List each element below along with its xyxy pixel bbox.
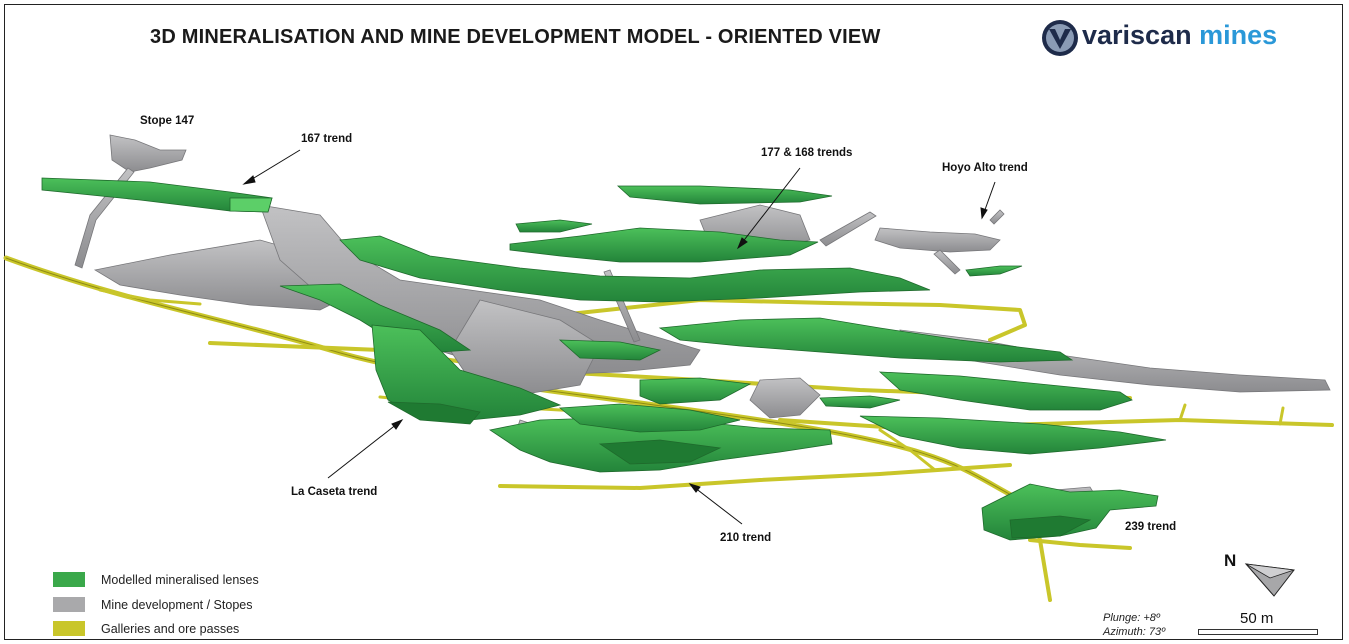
legend-item-stopes: Mine development / Stopes (53, 597, 252, 612)
scale-bar (1198, 629, 1318, 635)
lenses (41, 177, 1167, 541)
stope-drift-1 (819, 211, 877, 247)
arrowhead-la-caseta (391, 418, 404, 430)
lens-central (658, 317, 1074, 363)
label-167-trend: 167 trend (301, 133, 353, 145)
lens-east (878, 371, 1133, 411)
lens-210-upper (558, 403, 741, 433)
legend-swatch-stopes (53, 597, 85, 612)
lens-east-lower (859, 415, 1167, 455)
legend-label-stopes: Mine development / Stopes (101, 597, 253, 612)
lens-la-caseta (371, 324, 562, 421)
north-label: N (1224, 551, 1237, 570)
figure-title: 3D MINERALISATION AND MINE DEVELOPMENT M… (150, 26, 881, 48)
azimuth-text: Azimuth: 73º (1103, 626, 1166, 638)
gallery-spur-2 (1178, 403, 1285, 426)
lens-hoyo-east (965, 265, 1023, 277)
stope-147 (109, 134, 187, 173)
legend-label-lenses: Modelled mineralised lenses (101, 572, 259, 587)
company-name-part1: variscan (1082, 20, 1192, 50)
arrowhead-hoyo-alto (980, 207, 988, 220)
label-la-caseta-trend: La Caseta trend (291, 486, 378, 498)
figure-border (4, 4, 1343, 640)
company-name: variscan mines (1082, 20, 1277, 51)
legend-item-galleries: Galleries and ore passes (53, 621, 239, 636)
lens-mid-1 (639, 377, 752, 405)
lens-north-3 (509, 227, 819, 263)
lens-167-face (229, 197, 273, 213)
label-177-168-trends: 177 & 168 trends (761, 147, 853, 159)
lens-north-1 (616, 185, 833, 205)
scale-label: 50 m (1240, 610, 1274, 627)
arrow-177-168 (737, 167, 801, 249)
gallery-east-spur (878, 428, 937, 472)
variscan-v-logo-icon (1042, 20, 1078, 56)
arrowhead-177-168 (736, 237, 748, 250)
legend-swatch-galleries (53, 621, 85, 636)
label-239-trend: 239 trend (1125, 521, 1177, 533)
label-arrows (242, 149, 996, 525)
north-arrow-icon (1244, 563, 1295, 597)
stope-central-2 (449, 299, 601, 396)
lens-239-dark (1009, 515, 1092, 539)
label-hoyo-alto-trend: Hoyo Alto trend (942, 162, 1028, 174)
lens-210-dark (598, 439, 722, 465)
legend-swatch-lenses (53, 572, 85, 587)
lens-west (339, 235, 931, 303)
arrow-210 (689, 483, 743, 525)
stope-hoyo-alto (874, 227, 1001, 253)
lens-north-2 (515, 219, 593, 233)
gallery-west-spur (98, 288, 202, 306)
legend-item-lenses: Modelled mineralised lenses (53, 572, 259, 587)
gallery-lower (498, 463, 1012, 490)
company-name-part2: mines (1199, 20, 1278, 50)
arrowhead-167 (242, 175, 256, 185)
plunge-text: Plunge: +8º (1103, 612, 1160, 624)
arrow-la-caseta (327, 419, 403, 479)
stope-mid (749, 377, 821, 419)
lens-la-caseta-lower (387, 401, 481, 425)
gallery-239 (1028, 538, 1132, 550)
label-stope-147: Stope 147 (140, 115, 195, 127)
stope-drift-2 (933, 249, 961, 275)
stope-drift-3 (989, 209, 1005, 225)
legend-label-galleries: Galleries and ore passes (101, 621, 240, 636)
label-210-trend: 210 trend (720, 532, 772, 544)
lens-mid-3 (558, 339, 662, 361)
arrowhead-210 (688, 483, 701, 493)
stope-147-raise (74, 167, 135, 269)
lens-mid-2 (819, 395, 901, 409)
